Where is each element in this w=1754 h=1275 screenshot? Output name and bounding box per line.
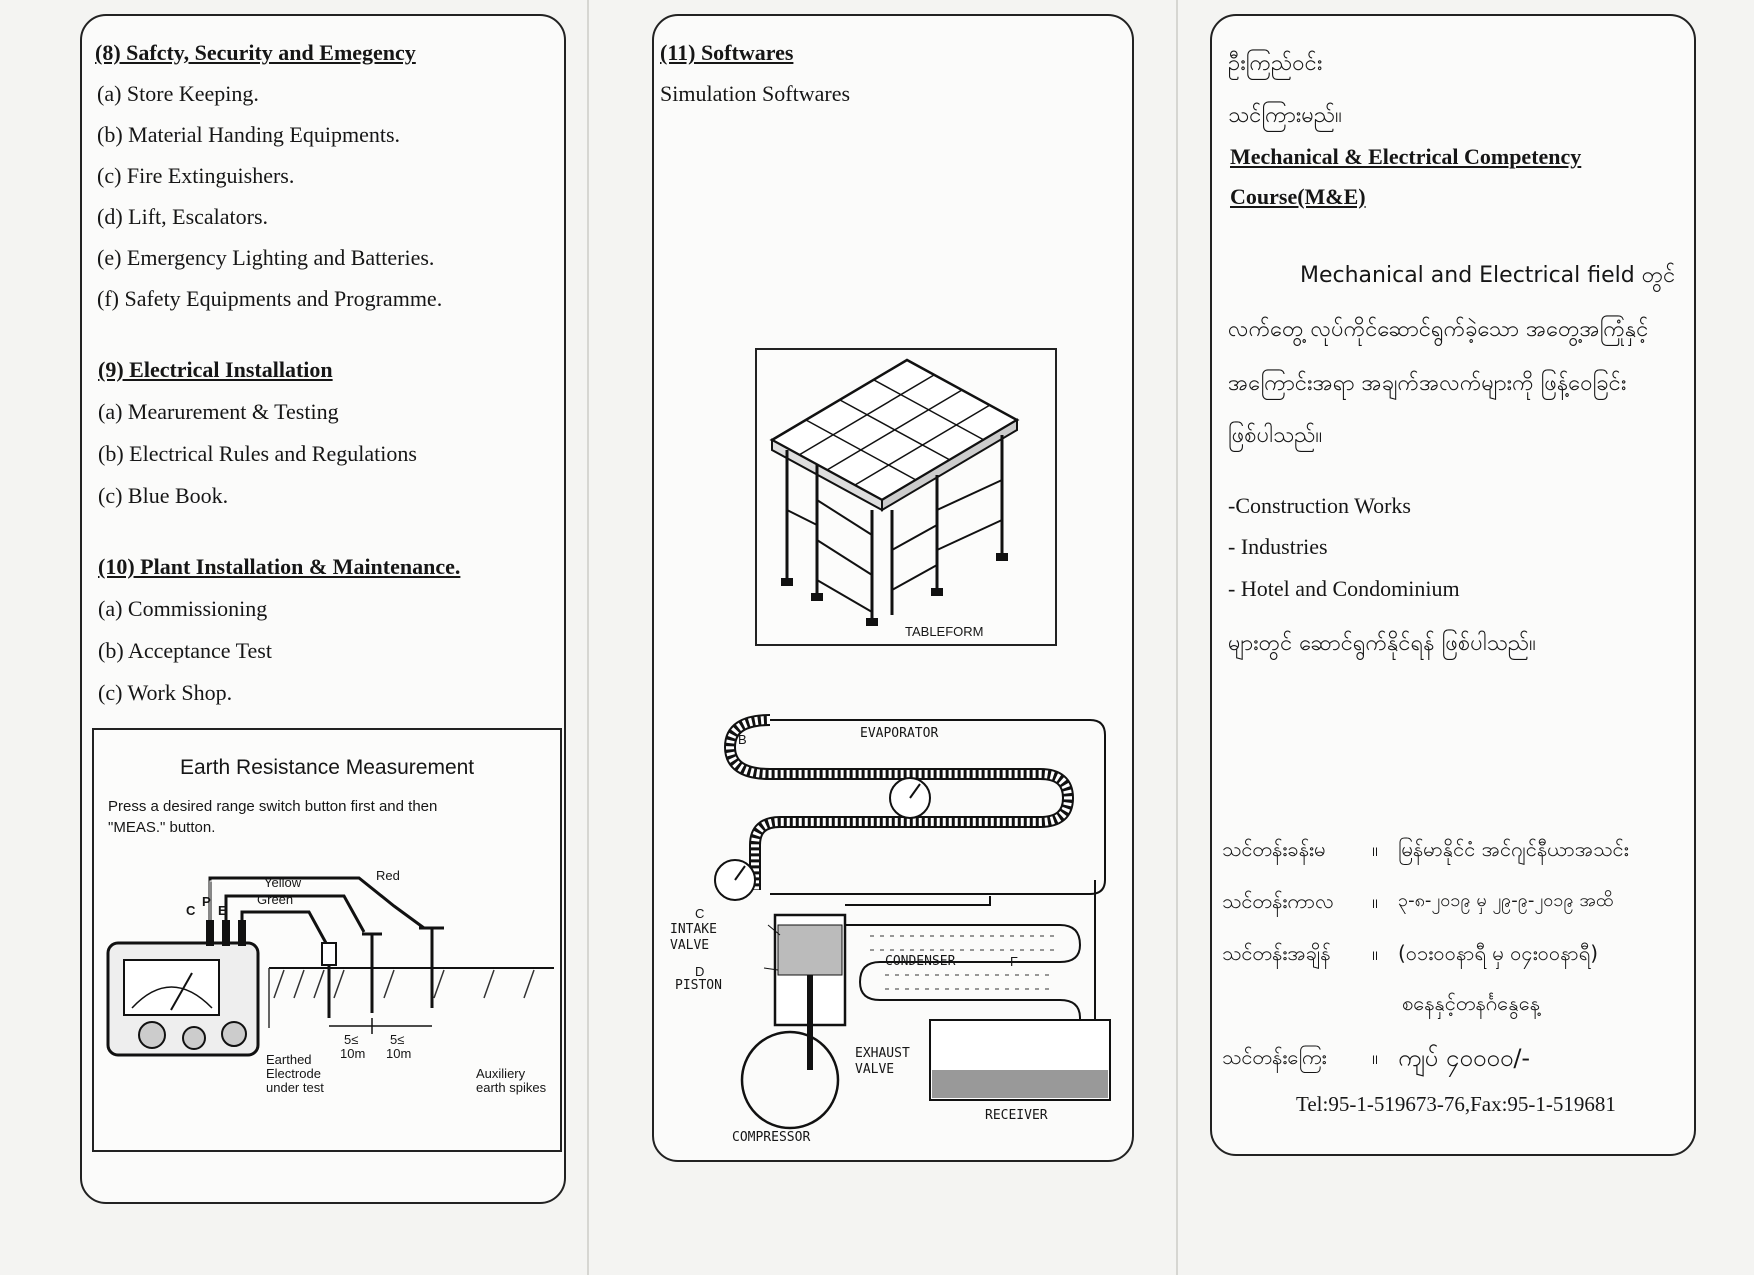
tableform-label: TABLEFORM [905, 624, 984, 639]
earthed-electrode-label: Earthed [266, 1052, 312, 1067]
evaporator-label: EVAPORATOR [860, 726, 939, 741]
intake-valve-label: VALVE [670, 938, 710, 953]
label-b: B [738, 732, 747, 747]
panel-course-info-right [1210, 14, 1696, 1156]
venue-label: သင်တန်းခန်းမ [1222, 837, 1326, 861]
instructor-note: သင်ကြားမည်။ [1228, 103, 1342, 128]
section-11-heading: (11) Softwares [660, 40, 794, 65]
section-8-item: (d) Lift, Escalators. [97, 204, 269, 229]
section-8-item: (b) Material Handing Equipments. [97, 122, 401, 147]
distance-label: 5≤ [390, 1032, 405, 1047]
earth-tester-diagram [106, 876, 554, 1057]
section-10-item: (b) Acceptance Test [98, 638, 272, 663]
exhaust-valve-label: EXHAUST [855, 1046, 910, 1061]
label-c: C [695, 906, 705, 921]
section-8-heading: (8) Safcty, Security and Emegency [95, 40, 416, 65]
section-8-item: (a) Store Keeping. [97, 81, 259, 106]
earth-figure-instruction: Press a desired range switch button firs… [108, 798, 438, 815]
auxiliary-spikes-label: earth spikes [476, 1080, 547, 1095]
earth-figure-title: Earth Resistance Measurement [180, 756, 475, 779]
target-field-item: - Hotel and Condominium [1228, 576, 1460, 601]
time-value: (၀၁း၀၀နာရီ မှ ၀၄း၀၀နာရီ) [1398, 941, 1599, 965]
course-description-line: အကြောင်းအရာ အချက်အလက်များကို ဖြန့်ဝေခြင်… [1228, 371, 1627, 396]
fold-line-right [1176, 0, 1178, 1275]
target-field-item: -Construction Works [1228, 493, 1411, 518]
section-8-item: (e) Emergency Lighting and Batteries. [97, 245, 435, 270]
label-d: D [695, 964, 705, 979]
course-title: Mechanical & Electrical Competency [1230, 144, 1582, 169]
section-10-item: (a) Commissioning [98, 596, 268, 621]
section-8-item: (f) Safety Equipments and Programme. [97, 286, 443, 311]
separator: ။ [1372, 837, 1379, 861]
time-label: သင်တန်းအချိန် [1222, 941, 1331, 965]
terminal-label-e: E [218, 903, 227, 918]
section-8-item: (c) Fire Extinguishers. [97, 163, 295, 188]
wire-label-red: Red [376, 868, 400, 883]
days-value: စနေနှင့်တနင်္ဂနွေနေ့ [1402, 991, 1540, 1015]
section-10-heading: (10) Plant Installation & Maintenance. [98, 554, 461, 579]
distance-label: 5≤ [344, 1032, 359, 1047]
contact-info: Tel:95-1-519673-76,Fax:95-1-519681 [1296, 1092, 1616, 1116]
tableform-figure: TABLEFORM [755, 348, 1057, 646]
course-description-line: Mechanical and Electrical field တွင် [1300, 263, 1676, 288]
wire-label-green: Green [257, 892, 294, 907]
separator: ။ [1372, 889, 1379, 913]
venue-value: မြန်မာနိုင်ငံ အင်ဂျင်နီယာအသင်း [1398, 837, 1629, 861]
separator: ။ [1372, 1045, 1379, 1069]
exhaust-valve-label: VALVE [855, 1062, 895, 1077]
fold-line-left [587, 0, 589, 1275]
course-description-line: လက်တွေ့ လုပ်ကိုင်ဆောင်ရွက်ခဲ့သော အတွေ့အက… [1228, 317, 1649, 342]
receiver-label: RECEIVER [985, 1108, 1048, 1123]
distance-label: 10m [386, 1046, 412, 1061]
earth-figure-instruction: "MEAS." button. [108, 819, 216, 836]
condenser-label: CONDENSER [885, 954, 956, 969]
instructor-name: ဦးကြည်ဝင်း [1228, 51, 1323, 76]
section-10-item: (c) Work Shop. [98, 680, 233, 705]
earthed-electrode-label: Electrode [266, 1066, 321, 1081]
intake-valve-label: INTAKE [670, 922, 717, 937]
distance-label: 10m [340, 1046, 366, 1061]
terminal-label-p: P [202, 894, 211, 909]
earth-resistance-figure: Earth Resistance Measurement Press a des… [92, 728, 562, 1152]
course-description-line: ဖြစ်ပါသည်။ [1228, 423, 1323, 448]
earthed-electrode-label: under test [266, 1080, 324, 1095]
refrigeration-cycle-figure: EVAPORATOR B C INTAKE VALVE D PISTON CON… [660, 700, 1130, 1150]
software-subtitle: Simulation Softwares [660, 81, 851, 106]
auxiliary-spikes-label: Auxiliery [476, 1066, 526, 1081]
separator: ။ [1372, 941, 1379, 965]
wire-label-yellow: Yellow [264, 875, 302, 890]
course-title: Course(M&E) [1230, 184, 1366, 209]
section-9-heading: (9) Electrical Installation [98, 357, 333, 382]
compressor-label: COMPRESSOR [732, 1130, 811, 1145]
course-description-line: များတွင် ဆောင်ရွက်နိုင်ရန် ဖြစ်ပါသည်။ [1228, 631, 1536, 656]
terminal-label-c: C [186, 903, 196, 918]
fee-label: သင်တန်းကြေး [1222, 1045, 1327, 1069]
fee-value: ကျပ် ၄၀၀၀၀/- [1398, 1044, 1531, 1072]
refrigeration-drawing [714, 714, 1111, 1130]
piston-label: PISTON [675, 978, 722, 993]
period-label: သင်တန်းကာလ [1222, 889, 1334, 913]
label-f: F [1010, 954, 1018, 969]
section-9-item: (c) Blue Book. [98, 483, 229, 508]
target-field-item: - Industries [1228, 534, 1328, 559]
period-value: ၃-၈-၂၀၁၉ မှ ၂၉-၉-၂၀၁၉ အထိ [1398, 890, 1614, 911]
section-9-item: (a) Mearurement & Testing [98, 399, 339, 424]
tableform-drawing [769, 358, 1020, 626]
section-9-item: (b) Electrical Rules and Regulations [98, 441, 417, 466]
